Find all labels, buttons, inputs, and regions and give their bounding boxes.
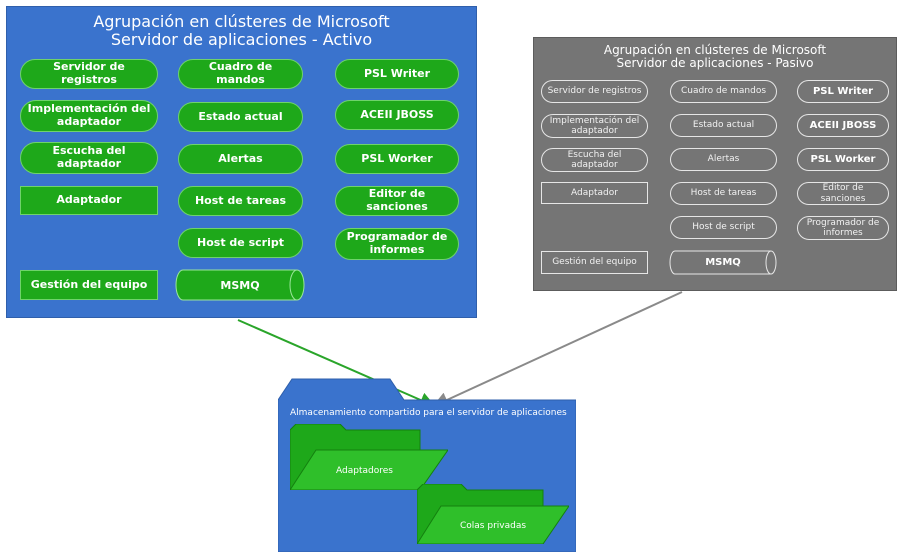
passive-node-psl-writer[interactable]: PSL Writer bbox=[797, 80, 889, 103]
folder-colas-privadas-label: Colas privadas bbox=[460, 521, 527, 531]
passive-node-estado-actual[interactable]: Estado actual bbox=[670, 114, 777, 137]
passive-cluster-panel: Agrupación en clústeres de Microsoft Ser… bbox=[533, 37, 897, 291]
active-cluster-panel: Agrupación en clústeres de Microsoft Ser… bbox=[6, 6, 477, 318]
folder-adaptadores[interactable]: Adaptadores bbox=[290, 424, 448, 490]
passive-node-servidor-registros[interactable]: Servidor de registros bbox=[541, 80, 648, 103]
passive-cluster-title: Agrupación en clústeres de Microsoft Ser… bbox=[534, 43, 896, 71]
passive-node-host-script[interactable]: Host de script bbox=[670, 216, 777, 239]
passive-node-host-tareas[interactable]: Host de tareas bbox=[670, 182, 777, 205]
passive-node-editor-sanciones[interactable]: Editor de sanciones bbox=[797, 182, 889, 205]
active-title-line1: Agrupación en clústeres de Microsoft bbox=[93, 12, 390, 31]
active-node-alertas[interactable]: Alertas bbox=[178, 144, 303, 174]
active-node-host-script[interactable]: Host de script bbox=[178, 228, 303, 258]
active-node-aceii-jboss[interactable]: ACEII JBOSS bbox=[335, 100, 459, 130]
passive-msmq-label: MSMQ bbox=[705, 257, 741, 268]
msmq-cylinder-icon bbox=[175, 269, 305, 301]
shared-storage-title: Almacenamiento compartido para el servid… bbox=[290, 408, 567, 418]
active-node-gestion-equipo[interactable]: Gestión del equipo bbox=[20, 270, 158, 300]
active-node-servidor-registros[interactable]: Servidor de registros bbox=[20, 59, 158, 89]
folder-colas-privadas[interactable]: Colas privadas bbox=[417, 484, 569, 544]
active-node-psl-writer[interactable]: PSL Writer bbox=[335, 59, 459, 89]
passive-node-adaptador[interactable]: Adaptador bbox=[541, 182, 648, 204]
msmq-cylinder-icon bbox=[669, 250, 777, 275]
passive-node-escucha-adaptador[interactable]: Escucha del adaptador bbox=[541, 148, 648, 172]
active-node-editor-sanciones[interactable]: Editor de sanciones bbox=[335, 186, 459, 216]
active-node-adaptador[interactable]: Adaptador bbox=[20, 186, 158, 215]
folder-icon bbox=[290, 424, 448, 490]
active-node-psl-worker[interactable]: PSL Worker bbox=[335, 144, 459, 174]
passive-node-aceii-jboss[interactable]: ACEII JBOSS bbox=[797, 114, 889, 137]
active-cluster-title: Agrupación en clústeres de Microsoft Ser… bbox=[7, 13, 476, 48]
folder-icon bbox=[417, 484, 569, 544]
passive-node-implementacion-adaptador[interactable]: Implementación del adaptador bbox=[541, 114, 648, 138]
passive-node-gestion-equipo[interactable]: Gestión del equipo bbox=[541, 251, 648, 274]
active-node-msmq[interactable]: MSMQ bbox=[175, 269, 305, 301]
active-node-cuadro-mandos[interactable]: Cuadro de mandos bbox=[178, 59, 303, 89]
folder-adaptadores-label: Adaptadores bbox=[336, 466, 393, 476]
active-msmq-label: MSMQ bbox=[220, 278, 260, 292]
passive-title-line1: Agrupación en clústeres de Microsoft bbox=[603, 43, 827, 57]
passive-node-msmq[interactable]: MSMQ bbox=[668, 250, 778, 275]
active-title-line2: Servidor de aplicaciones - Activo bbox=[110, 29, 373, 49]
active-node-programador-informes[interactable]: Programador de informes bbox=[335, 228, 459, 260]
active-node-estado-actual[interactable]: Estado actual bbox=[178, 102, 303, 132]
passive-node-psl-worker[interactable]: PSL Worker bbox=[797, 148, 889, 171]
active-node-escucha-adaptador[interactable]: Escucha del adaptador bbox=[20, 142, 158, 174]
active-node-host-tareas[interactable]: Host de tareas bbox=[178, 186, 303, 216]
active-node-implementacion-adaptador[interactable]: Implementación del adaptador bbox=[20, 100, 158, 132]
passive-title-line2: Servidor de aplicaciones - Pasivo bbox=[616, 56, 814, 71]
passive-node-cuadro-mandos[interactable]: Cuadro de mandos bbox=[670, 80, 777, 103]
passive-node-alertas[interactable]: Alertas bbox=[670, 148, 777, 171]
shared-storage-box: Almacenamiento compartido para el servid… bbox=[278, 378, 576, 552]
passive-node-programador-informes[interactable]: Programador de informes bbox=[797, 216, 889, 240]
